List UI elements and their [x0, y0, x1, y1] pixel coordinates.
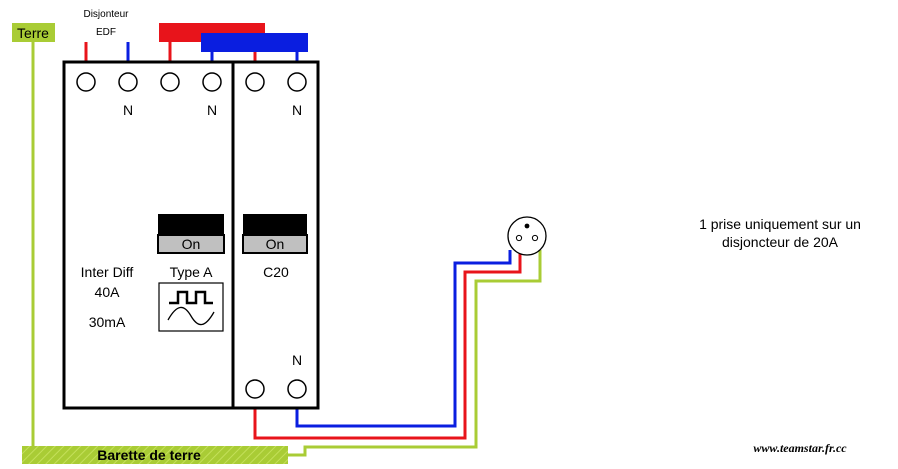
note-line-2: disjoncteur de 20A: [722, 234, 839, 250]
terminal: [76, 72, 96, 92]
outlet-wires: [253, 250, 522, 440]
watermark: www.teamstar.fr.cc: [753, 441, 847, 455]
neutral-label: N: [123, 102, 133, 118]
terminal: [245, 379, 265, 399]
terre-label-box: [12, 23, 55, 42]
neutral-label: N: [292, 352, 302, 368]
toggle-handle: [243, 214, 307, 235]
toggle-handle: [158, 214, 224, 235]
c20-toggle: On: [242, 214, 308, 254]
terminal: [118, 72, 138, 92]
terre-label: Terre: [17, 25, 49, 41]
on-label: On: [182, 236, 201, 252]
ac-pulse-waveform-icon: [158, 282, 224, 332]
inter-diff-label: Inter Diff: [81, 264, 134, 280]
neutral-label: N: [207, 102, 217, 118]
disjoncteur-label-edf: EDF: [96, 27, 116, 38]
disjoncteur-label: Disjonteur: [83, 9, 129, 20]
terminal: [160, 72, 180, 92]
earth-bar-label: Barette de terre: [97, 447, 201, 463]
c20-label: C20: [263, 264, 289, 280]
inter-diff-rating: 40A: [95, 284, 121, 300]
outlet-neutral-wire: [295, 250, 512, 428]
earth-bar: [22, 446, 288, 464]
earth-outlet-wire: [288, 250, 542, 457]
neutral-label: N: [292, 102, 302, 118]
terminals: [76, 72, 307, 399]
french-socket-outlet-icon: [507, 216, 547, 256]
terminal: [245, 72, 265, 92]
neutral-bus-bar: [201, 33, 308, 52]
type-a-label: Type A: [170, 264, 213, 280]
terminal: [287, 379, 307, 399]
toggle-on-plate: [242, 234, 308, 254]
toggle-on-plate: [157, 234, 225, 254]
outlet-phase-wire: [253, 250, 522, 440]
terminal: [202, 72, 222, 92]
inter-diff-toggle: On: [157, 214, 225, 254]
earth-wires: [31, 42, 542, 457]
on-label: On: [266, 236, 285, 252]
note-line-1: 1 prise uniquement sur un: [699, 216, 861, 232]
terminal: [287, 72, 307, 92]
inter-diff-sensitivity: 30mA: [89, 314, 126, 330]
